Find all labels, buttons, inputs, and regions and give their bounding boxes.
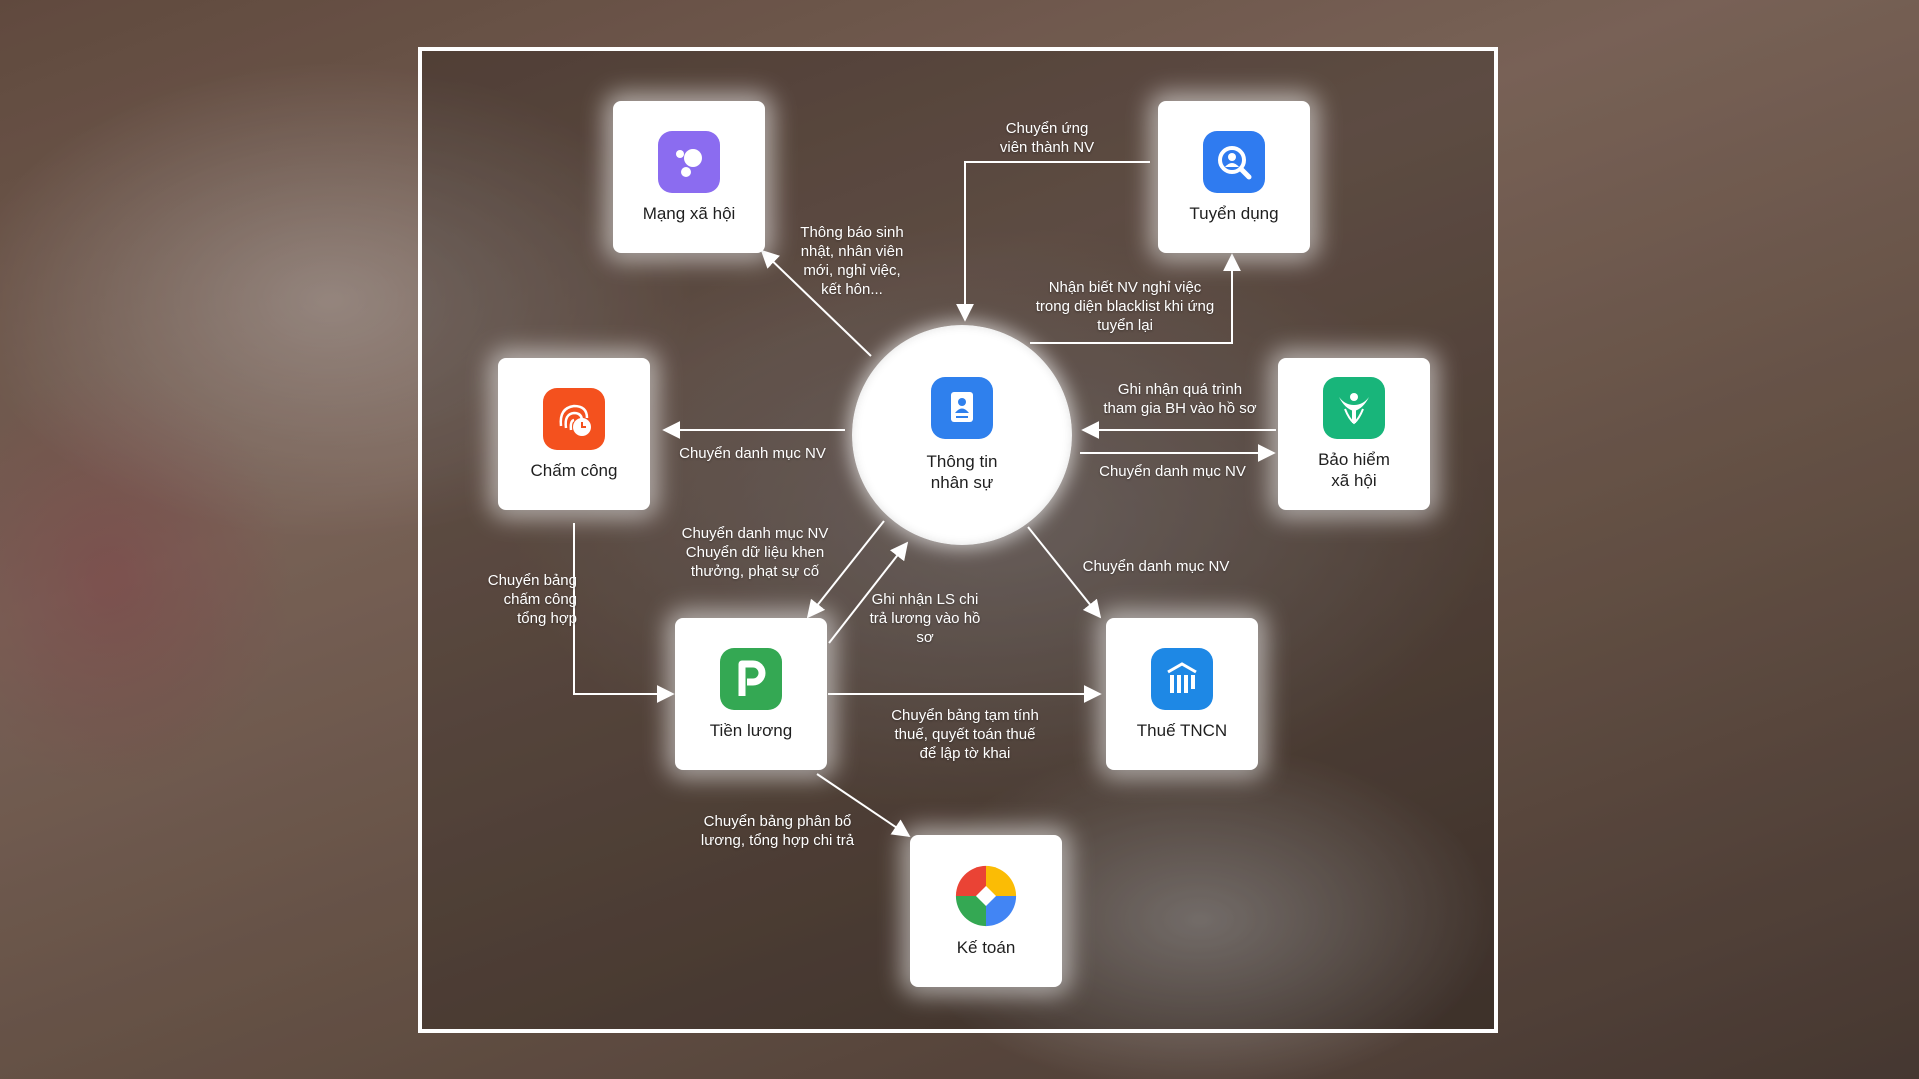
module-card-timekeeping[interactable]: Chấm công bbox=[498, 358, 650, 510]
flow-label-timekeeping: Chuyển danh mục NV bbox=[679, 445, 826, 462]
accounting-diamond-icon bbox=[955, 865, 1017, 927]
module-card-accounting[interactable]: Kế toán bbox=[910, 835, 1062, 987]
module-name: Tuyển dụng bbox=[1189, 203, 1279, 223]
module-card-recruitment[interactable]: Tuyển dụng bbox=[1158, 101, 1310, 253]
arrow-payroll-to-center bbox=[828, 541, 909, 644]
module-card-social[interactable]: Mạng xã hội bbox=[613, 101, 765, 253]
employee-profile-icon bbox=[931, 377, 993, 439]
arrow-center-to-tax bbox=[1027, 526, 1102, 619]
arrow-center-to-recruit bbox=[1030, 253, 1241, 344]
flow-label-tax: Chuyển danh mục NV bbox=[1082, 558, 1230, 575]
module-name: Mạng xã hội bbox=[642, 203, 736, 223]
social-insurance-icon bbox=[1323, 377, 1385, 439]
arrow-timekeeping-to-payroll bbox=[573, 523, 675, 703]
flow-label-insurance-out: Chuyển danh mục NV bbox=[1099, 463, 1246, 480]
arrow-recruit-to-center bbox=[956, 161, 1150, 322]
arrow-center-to-payroll bbox=[806, 520, 885, 619]
personal-income-tax-icon bbox=[1151, 647, 1213, 710]
module-name: Kế toán bbox=[956, 937, 1016, 957]
arrow-center-to-social bbox=[760, 249, 872, 357]
arrow-payroll-to-accounting bbox=[816, 773, 911, 838]
payroll-p-icon bbox=[720, 647, 782, 710]
module-card-payroll[interactable]: Tiền lương bbox=[675, 618, 827, 770]
module-name: Thuế TNCN bbox=[1136, 720, 1228, 740]
module-name: Chấm công bbox=[530, 460, 618, 480]
social-network-icon bbox=[658, 130, 720, 193]
fingerprint-clock-icon bbox=[543, 387, 605, 450]
module-card-personal-income-tax[interactable]: Thuế TNCN bbox=[1106, 618, 1258, 770]
recruitment-search-icon bbox=[1203, 130, 1265, 193]
module-name: Tiền lương bbox=[709, 720, 793, 740]
